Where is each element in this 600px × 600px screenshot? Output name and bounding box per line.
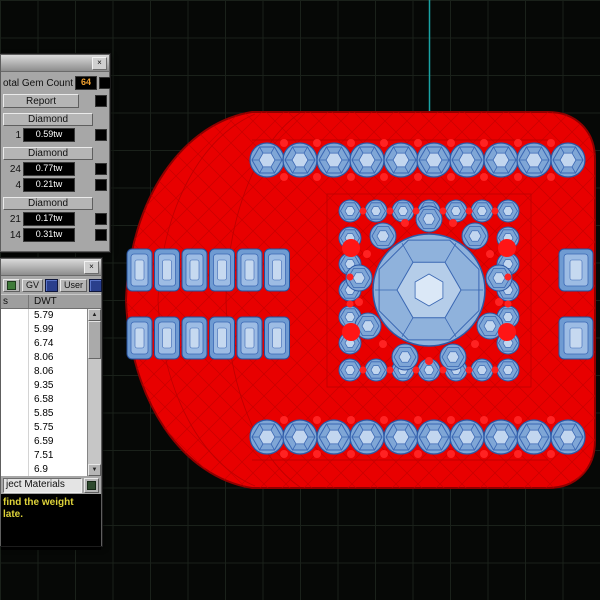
close-icon[interactable]: × (92, 56, 107, 70)
gem-group-header[interactable]: Diamond (3, 197, 93, 210)
materials-options-icon (87, 480, 96, 490)
table-row[interactable]: 6.74 (1, 337, 87, 351)
gv-button[interactable]: GV (22, 278, 44, 292)
gem-group-header[interactable]: Diamond (3, 147, 93, 160)
table-header: s DWT (1, 294, 101, 309)
materials-select[interactable]: ject Materials (3, 477, 82, 493)
ring-model[interactable] (125, 111, 596, 489)
close-icon[interactable]: × (84, 260, 99, 274)
table-row[interactable]: 5.99 (1, 323, 87, 337)
table-row[interactable]: 8.06 (1, 351, 87, 365)
scrollbar[interactable]: ▲ ▼ (87, 309, 101, 476)
scroll-down-icon[interactable]: ▼ (88, 464, 101, 476)
materials-titlebar[interactable]: × (1, 259, 101, 276)
materials-toolbar: GV User (1, 276, 103, 294)
gem-report-titlebar[interactable]: × (1, 55, 109, 72)
gem-row-button[interactable] (95, 179, 107, 191)
dwt-column-header: DWT (34, 296, 57, 307)
table-row[interactable]: 8.06 (1, 365, 87, 379)
scroll-up-icon[interactable]: ▲ (88, 309, 101, 321)
gem-row: 24 0.77tw (1, 162, 109, 176)
gem-report-panel: × otal Gem Count 64 Report Diamond 1 0.5… (0, 53, 112, 253)
hint-line-2: late. (3, 509, 24, 520)
gem-count: 1 (15, 129, 21, 141)
gv-icon[interactable] (45, 278, 59, 292)
table-row[interactable]: 6.59 (1, 435, 87, 449)
table-row[interactable]: 5.75 (1, 421, 87, 435)
panel-option-button[interactable] (99, 77, 112, 89)
gem-count: 24 (9, 163, 21, 175)
gem-total-weight: 0.77tw (23, 162, 75, 176)
gem-row-button[interactable] (95, 163, 107, 175)
table-row[interactable]: 5.79 (1, 309, 87, 323)
materials-column-header: s (1, 295, 29, 308)
weights-table: 5.79 5.99 6.74 8.06 8.06 9.35 6.58 5.85 … (1, 309, 101, 476)
gem-group-header[interactable]: Diamond (3, 113, 93, 126)
total-gem-count-value: 64 (75, 76, 98, 90)
scrollbar-thumb[interactable] (88, 321, 101, 359)
hint-line-1: find the weight (3, 497, 74, 508)
palette-icon (7, 280, 16, 290)
palette-button[interactable] (3, 278, 20, 292)
materials-panel: × GV User s DWT 5.79 5.99 6.74 8.06 8.06… (0, 257, 103, 550)
gem-row: 1 0.59tw (1, 128, 109, 142)
center-gem[interactable] (372, 233, 486, 347)
user-icon[interactable] (89, 278, 103, 292)
total-gem-count-label: otal Gem Count (3, 77, 74, 89)
materials-select-row: ject Materials (1, 476, 101, 494)
materials-options-button[interactable] (84, 477, 99, 493)
table-row[interactable]: 6.58 (1, 393, 87, 407)
gem-row-button[interactable] (95, 213, 107, 225)
gem-total-weight: 0.59tw (23, 128, 75, 142)
hint-text: find the weight late. (1, 494, 101, 550)
gem-total-weight: 0.21tw (23, 178, 75, 192)
gem-row: 21 0.17tw (1, 212, 109, 226)
gem-total-weight: 0.31tw (23, 228, 75, 242)
prong-dots (280, 139, 555, 458)
gem-count: 21 (9, 213, 21, 225)
scrollbar-track[interactable] (88, 359, 101, 464)
gem-row: 14 0.31tw (1, 228, 109, 242)
gem-row: 4 0.21tw (1, 178, 109, 192)
table-row[interactable]: 5.85 (1, 407, 87, 421)
table-row[interactable]: 7.51 (1, 449, 87, 463)
user-button[interactable]: User (60, 278, 88, 292)
gem-count: 4 (15, 179, 21, 191)
report-option-button[interactable] (95, 95, 107, 107)
table-row[interactable]: 6.9 (1, 463, 87, 476)
gem-row-button[interactable] (95, 229, 107, 241)
report-button[interactable]: Report (3, 94, 79, 108)
table-row[interactable]: 9.35 (1, 379, 87, 393)
gem-count: 14 (9, 229, 21, 241)
gem-row-button[interactable] (95, 129, 107, 141)
gem-total-weight: 0.17tw (23, 212, 75, 226)
